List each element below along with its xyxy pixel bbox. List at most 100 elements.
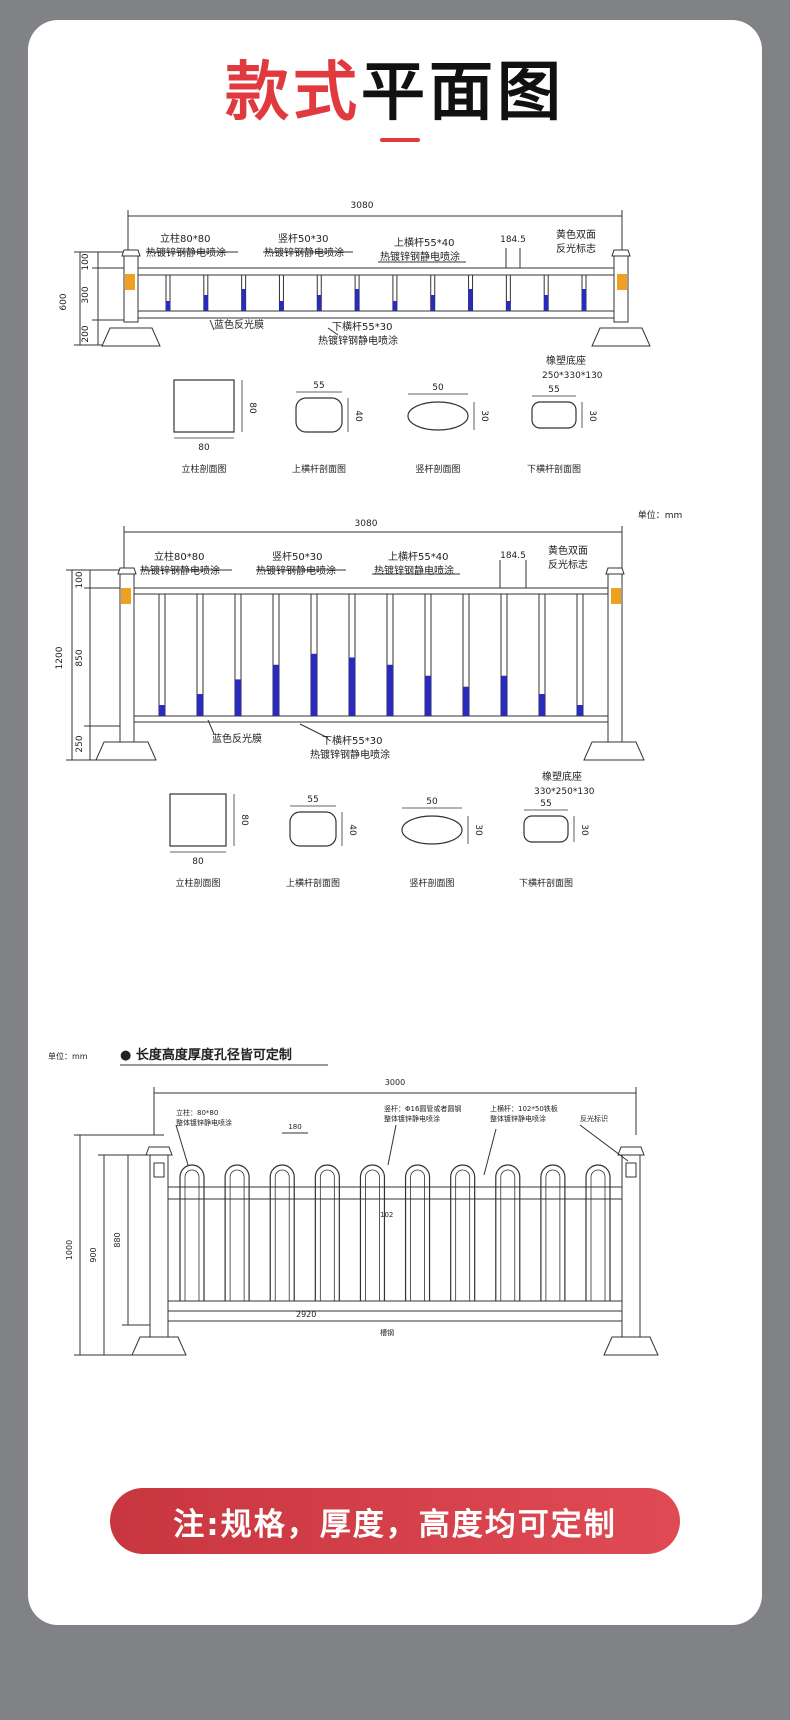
- arch-bar: [540, 1164, 566, 1301]
- blue-film-strip: [235, 679, 241, 716]
- reflector-label-2: 反光标志: [556, 242, 596, 255]
- reflector-right: [611, 588, 621, 604]
- bottom-rail-coating: 热镀锌钢静电喷涂: [318, 334, 398, 347]
- section-post-h: 80: [247, 402, 257, 414]
- section-caption-bottom-rail: 下横杆剖面图: [519, 877, 573, 889]
- section-top-rail-w: 55: [307, 795, 318, 805]
- arch-bar-inner: [274, 1169, 290, 1301]
- top-rail-coating: 热镀锌钢静电喷涂: [374, 564, 454, 577]
- blue-film-strip: [279, 301, 284, 311]
- section-bottom-rail-w: 55: [548, 385, 559, 395]
- arch-bar-inner: [410, 1169, 425, 1301]
- base-size: 330*250*130: [534, 787, 595, 797]
- top-rail-coating: 热镀锌钢静电喷涂: [380, 250, 460, 263]
- blue-film-strip: [355, 289, 360, 311]
- dim-middle: 300: [81, 286, 91, 303]
- unit-label: 单位：mm: [638, 509, 683, 521]
- arch-bar: [450, 1164, 476, 1301]
- section-caption-bottom-rail: 下横杆剖面图: [527, 463, 581, 475]
- blue-film-strip: [159, 705, 165, 716]
- customizable-heading: ● 长度高度厚度孔径皆可定制: [120, 1047, 292, 1063]
- blue-film-strip: [430, 295, 435, 311]
- vertical-bar: [576, 593, 584, 717]
- title-part-black: 平面图: [361, 56, 565, 130]
- arch-bar: [314, 1164, 340, 1301]
- blue-film-strip: [468, 289, 473, 311]
- reflector-label: 反光标识: [580, 1114, 608, 1123]
- section-caption-vertical: 竖杆剖面图: [415, 463, 460, 475]
- section-vertical-w: 50: [426, 797, 438, 807]
- section-caption-top-rail: 上横杆剖面图: [286, 877, 340, 889]
- reflector-right: [617, 274, 627, 290]
- vertical-label: 竖杆50*30: [278, 233, 328, 245]
- section-post-w: 80: [198, 443, 210, 453]
- blue-film-strip: [582, 289, 586, 311]
- arch-bar-inner: [545, 1169, 561, 1301]
- film-label: 蓝色反光膜: [214, 318, 264, 331]
- section-vertical-w: 50: [432, 383, 444, 393]
- arch-bar: [359, 1164, 386, 1301]
- reflector-left: [121, 588, 131, 604]
- section-post-w: 80: [192, 857, 204, 867]
- blue-film-strip: [203, 295, 208, 311]
- blue-film-strip: [539, 694, 545, 716]
- top-rail-label: 上横杆55*40: [388, 550, 448, 563]
- inner-dim-label: 102: [380, 1211, 393, 1219]
- arch-bar-inner: [184, 1169, 200, 1301]
- section-bottom-rail-h: 30: [579, 824, 589, 836]
- blue-film-strip: [241, 289, 246, 311]
- arch-bar-inner: [319, 1169, 335, 1301]
- arch-bar-inner: [365, 1169, 380, 1301]
- inner-length-label: 2920: [296, 1310, 316, 1319]
- height-total-label: 1000: [65, 1240, 74, 1260]
- reflector-label-1: 黄色双面: [556, 228, 596, 241]
- customization-note-banner: 注:规格，厚度，高度均可定制: [110, 1488, 680, 1554]
- blue-film-strip: [317, 295, 322, 311]
- section-top-rail-h: 40: [353, 410, 363, 422]
- vertical-coating: 整体镀锌静电喷涂: [384, 1114, 440, 1123]
- reflector-left: [125, 274, 135, 290]
- blue-film-strip: [425, 675, 431, 716]
- dim-overall: 600: [59, 293, 69, 310]
- vertical-bar: [158, 593, 166, 717]
- arch-bar: [404, 1164, 431, 1301]
- total-length-label: 3080: [355, 519, 378, 529]
- dim-bottom: 250: [75, 735, 85, 752]
- total-length-label: 3000: [385, 1078, 405, 1087]
- section-bottom-rail-h: 30: [587, 410, 597, 422]
- blue-film-strip: [544, 295, 549, 311]
- base-label: 橡塑底座: [542, 770, 582, 783]
- dim-top: 100: [81, 253, 91, 270]
- vertical-coating: 热镀锌钢静电喷涂: [256, 564, 336, 577]
- reflector-label-2: 反光标志: [548, 558, 588, 571]
- fence-drawing-1: 3080 600 100 300 200 立柱80*80 热镀锌钢静电喷涂 竖杆…: [59, 201, 651, 475]
- post-label: 立柱80*80: [160, 232, 210, 245]
- section-caption-post: 立柱剖面图: [175, 877, 220, 889]
- film-label: 蓝色反光膜: [212, 732, 262, 745]
- arch-bar-inner: [455, 1169, 471, 1301]
- blue-film-strip: [392, 301, 397, 311]
- section-caption-top-rail: 上横杆剖面图: [292, 463, 346, 475]
- reflector-label-1: 黄色双面: [548, 544, 588, 557]
- bottom-rail-coating: 热镀锌钢静电喷涂: [310, 748, 390, 761]
- post-coating: 整体镀锌静电喷涂: [176, 1118, 232, 1127]
- height-mid-label: 900: [89, 1247, 98, 1262]
- blue-film-strip: [166, 301, 170, 311]
- fence-drawing-2: 单位：mm 3080 1200 100 850 250 立柱80*80 热镀锌钢…: [55, 509, 683, 889]
- section-caption-post: 立柱剖面图: [181, 463, 226, 475]
- top-rail-label: 上横杆55*40: [394, 236, 454, 249]
- fence-drawing-3: 单位：mm ● 长度高度厚度孔径皆可定制: [48, 1047, 659, 1356]
- bottom-channel-label: 槽钢: [380, 1328, 394, 1337]
- page-title: 款式平面图: [28, 48, 762, 138]
- dim-bottom: 200: [81, 325, 91, 342]
- dim-middle: 850: [75, 649, 85, 666]
- arch-bar-inner: [590, 1169, 606, 1301]
- dim-top: 100: [75, 571, 85, 588]
- base-size: 250*330*130: [542, 371, 603, 381]
- section-top-rail-w: 55: [313, 381, 324, 391]
- height-inner-label: 880: [113, 1232, 122, 1247]
- arch-width-label: 180: [288, 1123, 301, 1131]
- arch-bar: [585, 1164, 611, 1301]
- vertical-coating: 热镀锌钢静电喷涂: [264, 246, 344, 259]
- total-length-label: 3080: [351, 201, 374, 211]
